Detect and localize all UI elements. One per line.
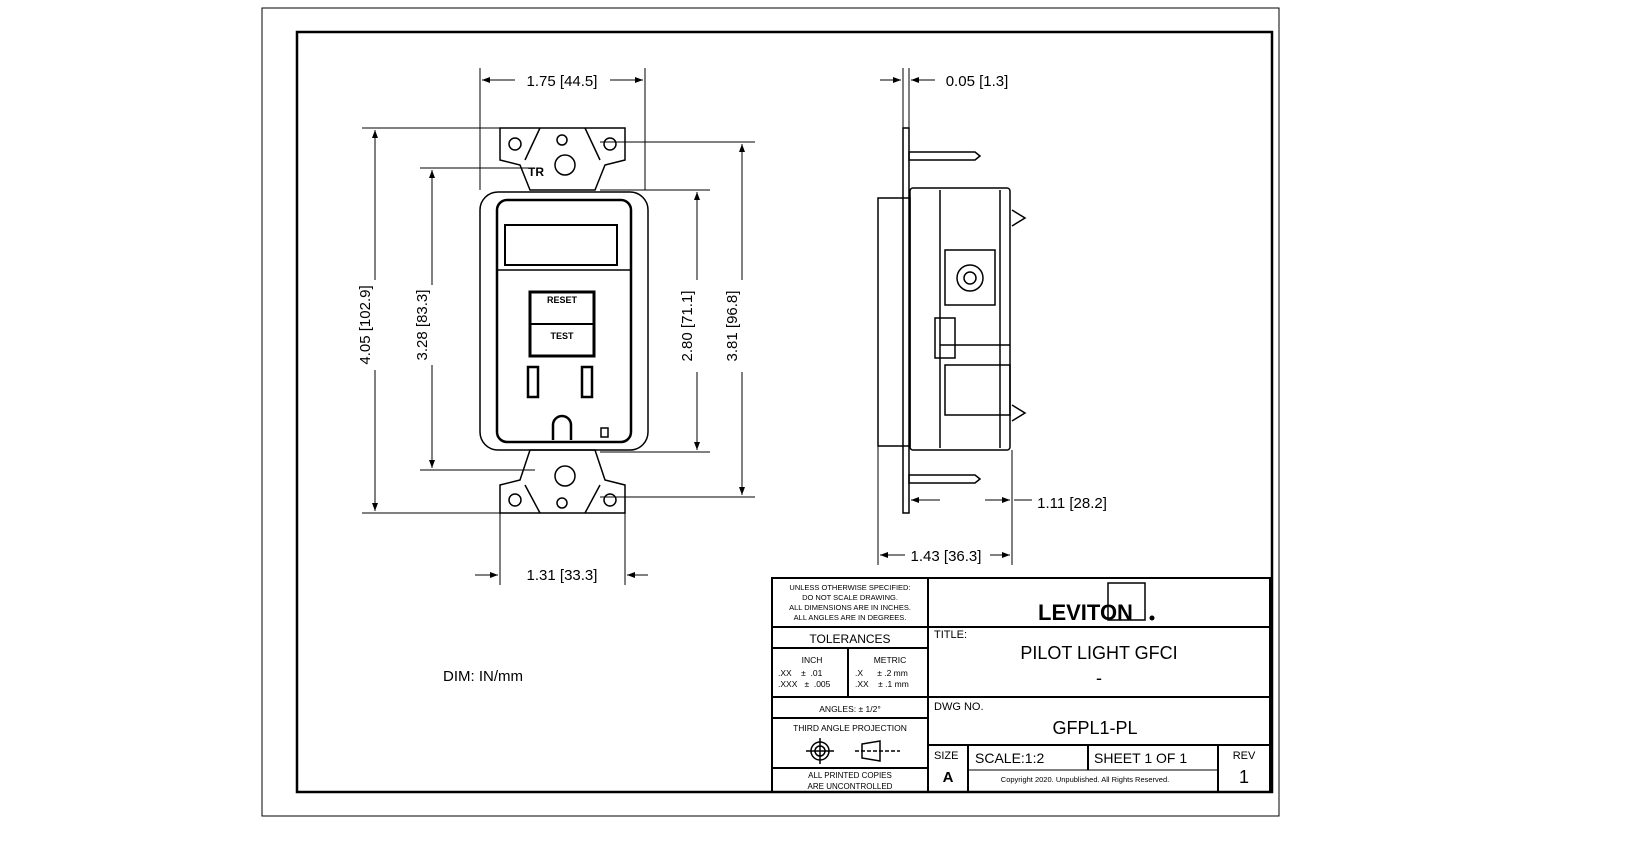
tr-mark: TR	[528, 165, 544, 179]
title-block-grid	[771, 577, 1271, 793]
side-view	[877, 127, 1027, 514]
dim-side-strap-thickness: 0.05 [1.3]	[946, 73, 1009, 90]
note-line: DO NOT SCALE DRAWING.	[802, 593, 898, 602]
reset-button-label: RESET	[547, 295, 578, 305]
front-view	[479, 127, 649, 514]
dim-front-strap-width: 1.31 [33.3]	[527, 567, 598, 584]
notes-block: UNLESS OTHERWISE SPECIFIED: DO NOT SCALE…	[789, 583, 911, 622]
third-angle-projection-symbol	[806, 738, 900, 764]
dwg-no-label: DWG NO.	[934, 701, 984, 713]
size-label: SIZE	[934, 750, 958, 762]
dim-units-note: DIM: IN/mm	[443, 668, 523, 685]
tolerances-label: TOLERANCES	[809, 632, 890, 646]
angles-tolerance: ANGLES: ± 1/2°	[819, 704, 880, 714]
leviton-logo: LEVITON	[1038, 582, 1155, 625]
note-line: UNLESS OTHERWISE SPECIFIED:	[789, 583, 910, 592]
drawing-title: PILOT LIGHT GFCI	[1020, 643, 1177, 663]
projection-label: THIRD ANGLE PROJECTION	[793, 723, 907, 733]
drawing-subtitle: -	[1096, 668, 1102, 688]
inch-label: INCH	[802, 655, 823, 665]
title-label: TITLE:	[934, 629, 967, 641]
side-dimension-lines	[877, 68, 1032, 565]
dim-front-height-overall: 4.05 [102.9]	[357, 285, 374, 364]
copyright-notice: Copyright 2020. Unpublished. All Rights …	[1001, 775, 1169, 784]
dim-front-height-body: 3.28 [83.3]	[414, 290, 431, 361]
note-line: ALL ANGLES ARE IN DEGREES.	[794, 613, 907, 622]
dim-front-height-mount: 3.81 [96.8]	[724, 291, 741, 362]
note-line: ALL DIMENSIONS ARE IN INCHES.	[789, 603, 911, 612]
logo-text: LEVITON	[1038, 600, 1133, 625]
revision: 1	[1239, 767, 1249, 787]
metric-tolerance-row: .X ± .2 mm	[855, 668, 908, 678]
front-dimension-lines	[362, 68, 755, 585]
metric-tolerance-row: .XX ± .1 mm	[855, 679, 909, 689]
dim-side-depth-overall: 1.43 [36.3]	[911, 548, 982, 565]
dwg-number: GFPL1-PL	[1052, 718, 1137, 738]
rev-label: REV	[1233, 750, 1256, 762]
outer-frame	[261, 7, 1280, 817]
sheet-size: A	[943, 769, 954, 786]
scale-value: SCALE:1:2	[975, 750, 1044, 766]
test-button-label: TEST	[550, 331, 574, 341]
printed-copies-note: ALL PRINTED COPIES	[808, 771, 892, 780]
inch-tolerance-row: .XXX ± .005	[778, 679, 831, 689]
printed-copies-note: ARE UNCONTROLLED	[808, 782, 893, 791]
inch-tolerance-row: .XX ± .01	[778, 668, 823, 678]
metric-label: METRIC	[874, 655, 907, 665]
dim-side-depth-body: 1.11 [28.2]	[1037, 495, 1107, 512]
sheet-number: SHEET 1 OF 1	[1094, 750, 1187, 766]
dim-front-height-face: 2.80 [71.1]	[679, 291, 696, 362]
dim-front-width: 1.75 [44.5]	[527, 73, 598, 90]
